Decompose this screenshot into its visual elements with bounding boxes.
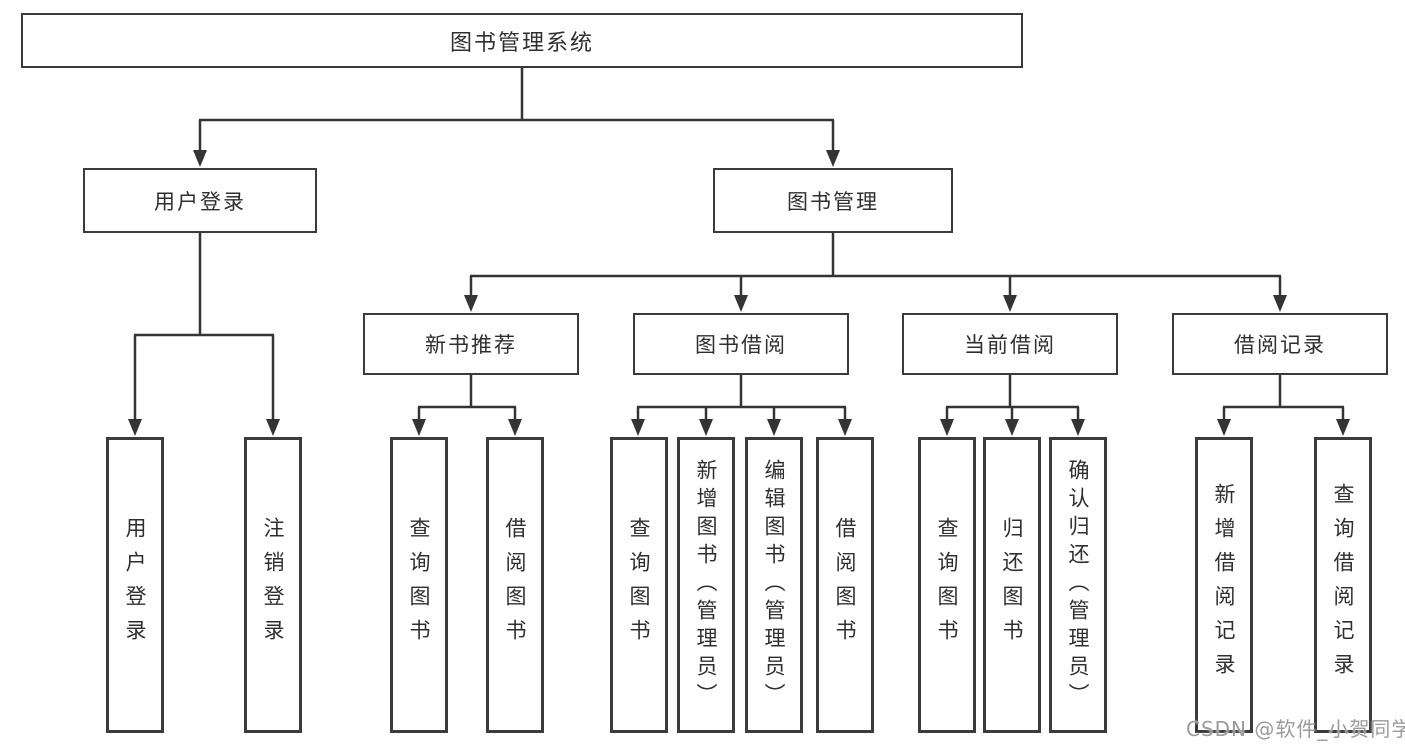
node-current-borrowing-label: 当前借阅 bbox=[964, 333, 1056, 357]
leaf-records-query-record: 查询借阅记录 bbox=[1314, 437, 1372, 733]
leaf-current-return-books-label: 归还图书 bbox=[1000, 517, 1024, 653]
node-root-label: 图书管理系统 bbox=[449, 30, 594, 56]
node-book-borrowing-label: 图书借阅 bbox=[695, 333, 787, 357]
node-book-management-label: 图书管理 bbox=[787, 189, 879, 214]
leaf-borrowing-query-books-label: 查询图书 bbox=[627, 517, 651, 653]
leaf-current-confirm-return-admin: 确认归还（管理员） bbox=[1049, 437, 1107, 733]
leaf-borrowing-query-books: 查询图书 bbox=[610, 437, 668, 733]
leaf-newbook-query-books: 查询图书 bbox=[390, 437, 448, 733]
node-user-login: 用户登录 bbox=[83, 168, 317, 233]
node-borrow-records-label: 借阅记录 bbox=[1234, 333, 1326, 357]
leaf-newbook-borrow-books: 借阅图书 bbox=[486, 437, 544, 733]
leaf-borrowing-add-books-admin: 新增图书（管理员） bbox=[677, 437, 735, 733]
node-book-management: 图书管理 bbox=[713, 168, 953, 233]
leaf-current-query-books-label: 查询图书 bbox=[935, 517, 959, 653]
node-current-borrowing: 当前借阅 bbox=[902, 313, 1118, 375]
leaf-current-query-books: 查询图书 bbox=[918, 437, 976, 733]
leaf-logout-label: 注销登录 bbox=[261, 517, 285, 653]
node-new-book-recommend: 新书推荐 bbox=[363, 313, 579, 375]
leaf-borrowing-borrow-books: 借阅图书 bbox=[816, 437, 874, 733]
leaf-borrowing-edit-books-admin: 编辑图书（管理员） bbox=[745, 437, 803, 733]
leaf-borrowing-edit-books-admin-label: 编辑图书（管理员） bbox=[762, 459, 786, 711]
leaf-records-add-record-label: 新增借阅记录 bbox=[1212, 483, 1236, 687]
leaf-logout: 注销登录 bbox=[244, 437, 302, 733]
leaf-newbook-borrow-books-label: 借阅图书 bbox=[503, 517, 527, 653]
arrowheads bbox=[128, 150, 1350, 436]
node-root: 图书管理系统 bbox=[21, 13, 1023, 68]
node-user-login-label: 用户登录 bbox=[154, 189, 246, 214]
leaf-newbook-query-books-label: 查询图书 bbox=[407, 517, 431, 653]
leaf-borrowing-borrow-books-label: 借阅图书 bbox=[833, 517, 857, 653]
leaf-current-confirm-return-admin-label: 确认归还（管理员） bbox=[1066, 459, 1090, 711]
leaf-borrowing-add-books-admin-label: 新增图书（管理员） bbox=[694, 459, 718, 711]
leaf-current-return-books: 归还图书 bbox=[983, 437, 1041, 733]
node-book-borrowing: 图书借阅 bbox=[633, 313, 849, 375]
leaf-user-login-label: 用户登录 bbox=[123, 517, 147, 653]
watermark: CSDN @软件_小贺同学 bbox=[1186, 717, 1405, 741]
leaf-user-login: 用户登录 bbox=[106, 437, 164, 733]
leaf-records-query-record-label: 查询借阅记录 bbox=[1331, 483, 1355, 687]
node-new-book-recommend-label: 新书推荐 bbox=[425, 333, 517, 357]
leaf-records-add-record: 新增借阅记录 bbox=[1195, 437, 1253, 733]
node-borrow-records: 借阅记录 bbox=[1172, 313, 1388, 375]
